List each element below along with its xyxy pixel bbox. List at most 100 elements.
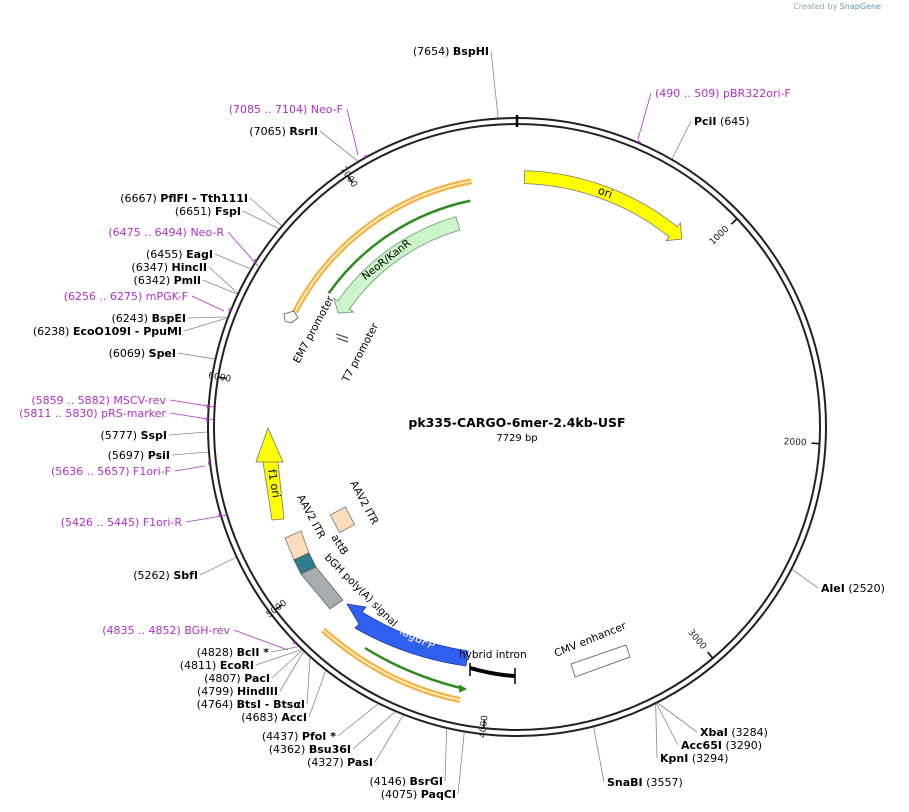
site-name: RsrII bbox=[289, 125, 318, 138]
tick-label: 2000 bbox=[783, 437, 807, 448]
site-xbai[interactable]: XbaI (3284) bbox=[657, 702, 768, 739]
site-leader-line bbox=[593, 727, 605, 783]
site-leader-line bbox=[671, 120, 692, 159]
hybrid-intron-label: hybrid intron bbox=[459, 649, 527, 661]
primer-bgh-rev[interactable]: (4835 .. 4852) BGH-rev bbox=[102, 624, 297, 651]
site-snabi[interactable]: SnaBI (3557) bbox=[593, 727, 683, 789]
site-acci[interactable]: (4683) AccI bbox=[241, 670, 326, 724]
site-rsrii[interactable]: (7065) RsrII bbox=[249, 125, 358, 162]
site-name: HindIII bbox=[237, 685, 278, 698]
primer-label: (7085 .. 7104) Neo-F bbox=[229, 103, 343, 116]
site-name: PaqCI bbox=[421, 788, 456, 801]
primer-label: (490 .. 509) pBR322ori-F bbox=[655, 87, 791, 100]
site-leader-line bbox=[183, 317, 227, 332]
site-bsphi[interactable]: (7654) BspHI bbox=[413, 45, 499, 118]
site-label: (7065) RsrII bbox=[249, 125, 318, 138]
primer-mark bbox=[636, 140, 642, 144]
site-label: (7654) BspHI bbox=[413, 45, 489, 58]
site-sspi[interactable]: (5777) SspI bbox=[100, 429, 208, 442]
site-eagi[interactable]: (6455) EagI bbox=[146, 248, 251, 270]
site-label: SnaBI (3557) bbox=[607, 776, 683, 789]
site-paqci[interactable]: (4075) PaqCI bbox=[381, 732, 465, 801]
site-name: KpnI bbox=[660, 752, 688, 765]
site-name: SbfI bbox=[173, 569, 198, 582]
site-label: (6455) EagI bbox=[146, 248, 213, 261]
site-ecoo109i-ppumi[interactable]: (6238) EcoO109I - PpuMI bbox=[33, 317, 227, 338]
site-name: SspI bbox=[141, 429, 167, 442]
site-pfoi[interactable]: (4437) PfoI * bbox=[262, 703, 379, 743]
primer-mpgk-f[interactable]: (6256 .. 6275) mPGK-F bbox=[64, 290, 232, 313]
ori-label: ori bbox=[596, 184, 614, 201]
site-leader-line bbox=[279, 651, 304, 692]
primer-f1ori-r[interactable]: (5426 .. 5445) F1ori-R bbox=[61, 513, 229, 529]
snapgene-credit: Created by SnapGene bbox=[793, 2, 881, 11]
site-spei[interactable]: (6069) SpeI bbox=[109, 347, 215, 360]
site-bspei[interactable]: (6243) BspEI bbox=[112, 312, 228, 325]
site-leader-line bbox=[352, 711, 396, 750]
site-leader-line bbox=[308, 670, 326, 718]
site-position: (4362) bbox=[269, 743, 309, 756]
plasmid-name: pk335-CARGO-6mer-2.4kb-USF bbox=[408, 415, 625, 430]
site-ecori[interactable]: (4811) EcoRI bbox=[180, 649, 302, 672]
tick-label: 4000 bbox=[478, 714, 490, 738]
primer-f1ori-f[interactable]: (5636 .. 5657) F1ori-F bbox=[51, 461, 211, 478]
site-kpni[interactable]: KpnI (3294) bbox=[655, 704, 729, 765]
site-pasi[interactable]: (4327) PasI bbox=[307, 715, 404, 769]
primer-neo-r[interactable]: (6475 .. 6494) Neo-R bbox=[108, 226, 259, 267]
site-pcii[interactable]: PciI (645) bbox=[671, 115, 750, 159]
site-position: (4828) bbox=[197, 646, 237, 659]
primer-leader-line bbox=[174, 465, 206, 472]
site-position: (7654) bbox=[413, 45, 453, 58]
site-position: (4327) bbox=[307, 756, 347, 769]
site-label: KpnI (3294) bbox=[660, 752, 728, 765]
site-name: PacI bbox=[244, 672, 270, 685]
site-paci[interactable]: (4807) PacI bbox=[204, 650, 303, 685]
site-bsu36i[interactable]: (4362) Bsu36I bbox=[269, 711, 396, 756]
site-position: (6069) bbox=[109, 347, 149, 360]
site-sbfi[interactable]: (5262) SbfI bbox=[133, 557, 237, 582]
site-leader-line bbox=[177, 352, 215, 360]
site-fspi[interactable]: (6651) FspI bbox=[175, 205, 279, 229]
primer-mscv-rev[interactable]: (5859 .. 5882) MSCV-rev bbox=[31, 394, 215, 409]
neor-label: NeoR/KanR bbox=[360, 237, 414, 283]
site-bsrgi[interactable]: (4146) BsrGI bbox=[369, 728, 448, 788]
site-hincii[interactable]: (6347) HincII bbox=[131, 261, 238, 294]
primer-leader-line bbox=[346, 108, 359, 156]
site-position: (4437) bbox=[262, 730, 302, 743]
orf-band-outer-top-core bbox=[294, 180, 472, 313]
tick-3000 bbox=[707, 651, 714, 659]
site-pflfi-tth111i[interactable]: (6667) PflFI - Tth111I bbox=[120, 192, 282, 226]
site-leader-line bbox=[657, 702, 698, 733]
site-psii[interactable]: (5697) PsiI bbox=[108, 449, 209, 462]
site-leader-line bbox=[270, 646, 299, 653]
site-name: EcoRI bbox=[220, 659, 254, 672]
ori-feature bbox=[523, 170, 683, 242]
site-name: PsiI bbox=[148, 449, 170, 462]
orf-band-inner-arrowhead bbox=[458, 684, 468, 693]
credit-prefix: Created by bbox=[793, 2, 838, 11]
site-label: (4807) PacI bbox=[204, 672, 270, 685]
site-label: (6238) EcoO109I - PpuMI bbox=[33, 325, 182, 338]
site-acc65i[interactable]: Acc65I (3290) bbox=[656, 703, 762, 752]
site-pmli[interactable]: (6342) PmlI bbox=[134, 274, 238, 295]
site-label: (6347) HincII bbox=[131, 261, 207, 274]
f1-ori-feature bbox=[255, 426, 285, 521]
site-label: (5697) PsiI bbox=[108, 449, 170, 462]
site-leader-line bbox=[655, 704, 658, 759]
site-bcli[interactable]: (4828) BclI * bbox=[197, 646, 299, 659]
site-name: PciI bbox=[694, 115, 716, 128]
site-label: (4362) Bsu36I bbox=[269, 743, 351, 756]
primer-prs-marker[interactable]: (5811 .. 5830) pRS-marker bbox=[19, 407, 215, 422]
site-leader-line bbox=[249, 197, 282, 226]
site-hindiii[interactable]: (4799) HindIII bbox=[197, 651, 304, 698]
primer-pbr322ori-f[interactable]: (490 .. 509) pBR322ori-F bbox=[636, 87, 791, 144]
primer-neo-f[interactable]: (7085 .. 7104) Neo-F bbox=[229, 103, 368, 159]
orf-band-inner-bottom bbox=[364, 646, 466, 691]
site-leader-line bbox=[792, 569, 819, 589]
site-leader-line bbox=[187, 316, 228, 319]
site-btsi-bts-i[interactable]: (4764) BtsI - BtsαI bbox=[197, 657, 311, 711]
site-leader-line bbox=[319, 130, 358, 162]
site-alei[interactable]: AleI (2520) bbox=[792, 569, 885, 595]
credit-brand: SnapGene bbox=[839, 2, 881, 11]
